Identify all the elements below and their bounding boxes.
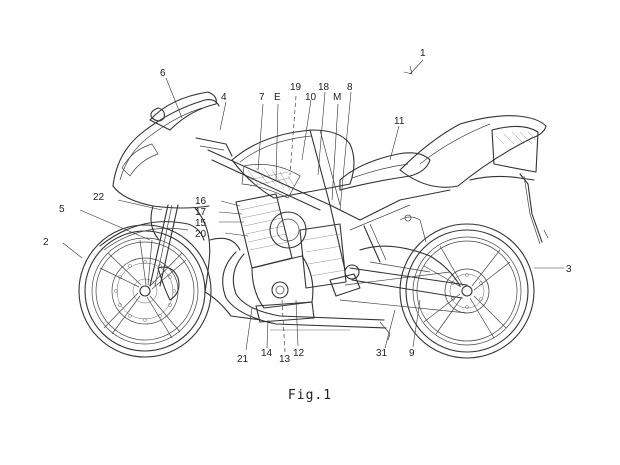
fuel-tank [231, 129, 355, 199]
chain [339, 271, 468, 314]
leader-lines [62, 59, 564, 353]
reference-numerals: 1 2 3 4 5 6 7 8 9 10 11 12 13 14 15 16 1… [43, 48, 572, 365]
ref-label-9: 9 [409, 348, 415, 359]
ref-label-31: 31 [376, 348, 388, 359]
ref-label-21: 21 [237, 354, 249, 365]
frame [207, 129, 451, 271]
swingarm [344, 245, 468, 299]
rear-shock [363, 223, 387, 263]
ref-label-1: 1 [420, 48, 426, 59]
ref-label-17: 17 [195, 207, 207, 218]
ref-label-3: 3 [566, 264, 572, 275]
seat [339, 152, 431, 191]
ref-label-13: 13 [279, 354, 291, 365]
rear-sprocket [444, 268, 490, 314]
ref-label-22: 22 [93, 192, 105, 203]
ref-label-15: 15 [195, 218, 207, 229]
ref-label-5: 5 [59, 204, 65, 215]
ref-label-16: 16 [195, 196, 207, 207]
ref-label-12: 12 [293, 348, 305, 359]
front-fairing [112, 91, 262, 321]
engine [235, 193, 347, 323]
rear-wheel [399, 223, 535, 359]
exhaust-pipe [222, 251, 391, 341]
supercharger [269, 211, 307, 249]
tail-cowl [399, 115, 547, 245]
ref-label-8: 8 [347, 82, 353, 93]
ref-label-18: 18 [318, 82, 330, 93]
figure-caption: Fig.1 [287, 388, 333, 403]
mirror [150, 107, 165, 122]
windscreen [149, 91, 217, 131]
ref-label-14: 14 [261, 348, 273, 359]
ref-label-E: E [274, 92, 281, 103]
ref-label-10: 10 [305, 92, 317, 103]
ref-label-7: 7 [259, 92, 265, 103]
ref-label-11: 11 [394, 116, 405, 127]
ref-label-4: 4 [221, 92, 227, 103]
ref-label-19: 19 [290, 82, 302, 93]
ref-label-20: 20 [195, 229, 207, 240]
ref-label-2: 2 [43, 237, 49, 248]
ref-label-6: 6 [160, 68, 166, 79]
front-fork [99, 204, 205, 287]
ref-label-M: M [333, 92, 341, 103]
front-wheel [78, 224, 212, 358]
handlebar [195, 137, 233, 157]
front-brake-caliper [157, 266, 180, 301]
footpeg-bracket [329, 214, 427, 297]
